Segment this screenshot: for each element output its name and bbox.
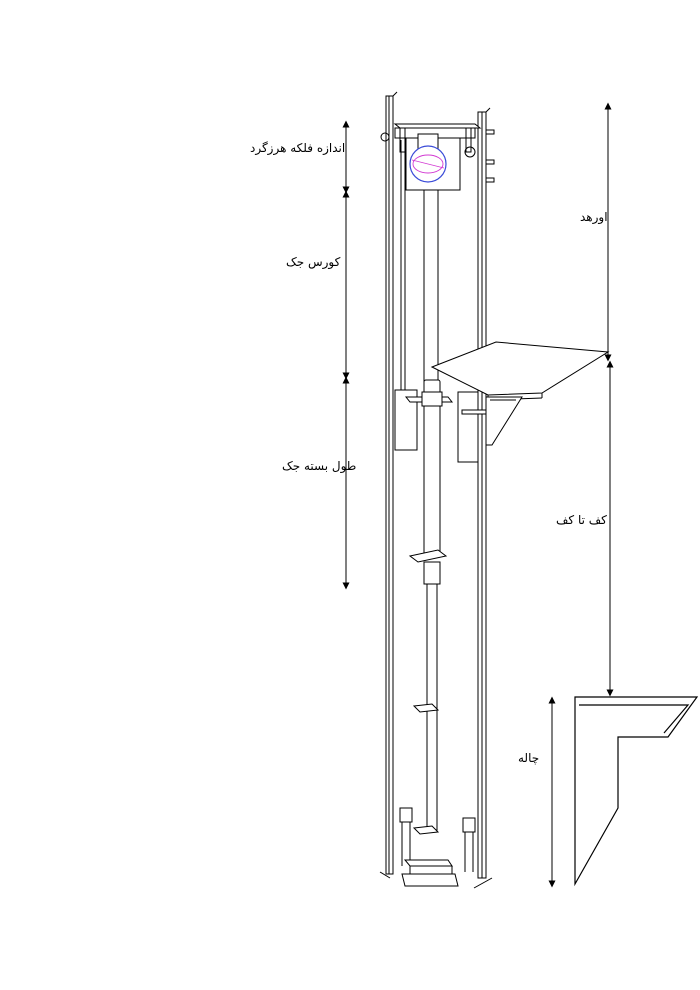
hydraulic-jack bbox=[408, 379, 448, 835]
jack-base bbox=[379, 859, 493, 889]
car-platform bbox=[430, 341, 610, 446]
label-sheave-size: اندازه فلکه هرزگرد bbox=[250, 141, 346, 155]
label-overhead: اورهد bbox=[580, 210, 608, 224]
label-jack-closed-length: طول بسته جک bbox=[282, 459, 357, 473]
pit-profile bbox=[574, 696, 699, 887]
buffers bbox=[399, 807, 476, 872]
right-guide-rail bbox=[477, 107, 491, 879]
dimension-lines bbox=[342, 102, 614, 888]
sheave-icon bbox=[409, 145, 447, 183]
elevator-structure bbox=[379, 91, 610, 889]
label-floor-to-floor: کف تا کف bbox=[556, 513, 607, 527]
left-guide-rail bbox=[385, 91, 398, 875]
label-pit: چاله bbox=[518, 751, 540, 765]
label-jack-stroke: کورس جک bbox=[286, 255, 341, 269]
